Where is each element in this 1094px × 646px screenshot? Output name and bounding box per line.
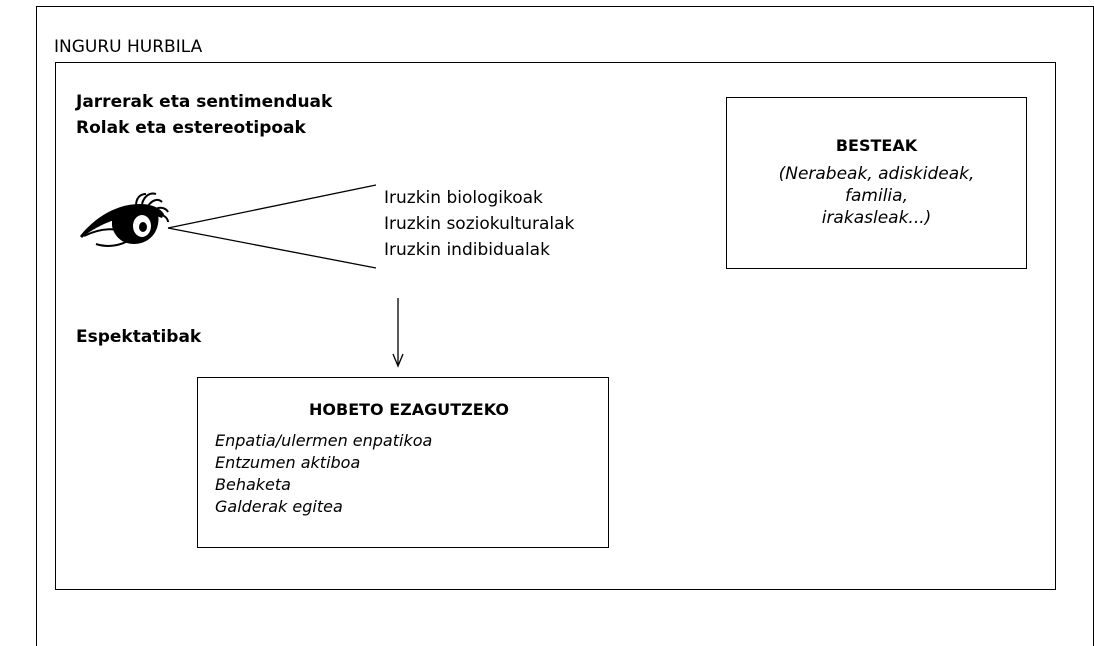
comment-list: Iruzkin biologikoak Iruzkin soziokultura… xyxy=(384,185,574,263)
cone-lower-line xyxy=(167,227,377,269)
besteak-description: (Nerabeak, adiskideak, familia, irakasle… xyxy=(727,163,1026,229)
hobeto-item: Galderak egitea xyxy=(215,497,343,516)
cone-upper-line xyxy=(167,184,377,229)
hobeto-list: Enpatia/ulermen enpatikoa Entzumen aktib… xyxy=(215,430,432,518)
hobeto-item: Entzumen aktiboa xyxy=(215,453,361,472)
hobeto-box: HOBETO EZAGUTZEKO Enpatia/ulermen enpati… xyxy=(197,377,609,548)
hobeto-title: HOBETO EZAGUTZEKO xyxy=(309,400,509,419)
main-container-box xyxy=(55,62,1056,590)
comment-individual: Iruzkin indibidualak xyxy=(384,240,550,260)
comment-sociocultural: Iruzkin soziokulturalak xyxy=(384,214,575,234)
besteak-line: (Nerabeak, adiskideak, xyxy=(778,164,975,184)
heading-expectations: Espektatibak xyxy=(76,327,202,347)
diagram-graphics xyxy=(80,184,404,368)
besteak-line: irakasleak...) xyxy=(821,208,932,228)
section-title: INGURU HURBILA xyxy=(54,37,203,57)
hobeto-item: Behaketa xyxy=(215,475,291,494)
down-arrow-icon xyxy=(392,298,404,368)
besteak-title: BESTEAK xyxy=(835,136,918,155)
besteak-line: familia, xyxy=(845,186,908,206)
heading-roles: Rolak eta estereotipoak xyxy=(76,118,306,138)
besteak-box: BESTEAK (Nerabeak, adiskideak, familia, … xyxy=(726,97,1027,269)
hobeto-item: Enpatia/ulermen enpatikoa xyxy=(215,431,433,450)
heading-attitudes: Jarrerak eta sentimenduak xyxy=(76,92,333,112)
eye-icon xyxy=(80,192,169,247)
comment-biological: Iruzkin biologikoak xyxy=(384,188,543,208)
